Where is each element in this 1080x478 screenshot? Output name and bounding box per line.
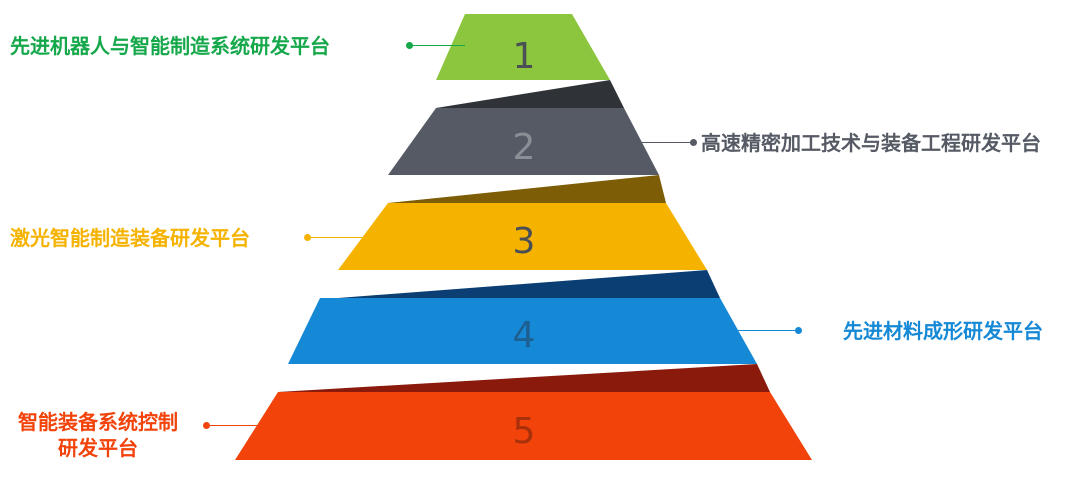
tier-5-label-line-1: 智能装备系统控制 xyxy=(18,410,178,434)
tier-2-label: 高速精密加工技术与装备工程研发平台 xyxy=(701,131,1041,155)
tier-2-dot xyxy=(690,139,697,146)
tier-3-dot xyxy=(304,234,311,241)
tier-4 xyxy=(288,298,757,364)
tier-2 xyxy=(388,108,659,175)
tier-2-shadow xyxy=(388,175,666,203)
tier-4-shadow xyxy=(278,364,770,392)
tier-1-number: 1 xyxy=(513,36,536,77)
tier-4-dot xyxy=(795,327,802,334)
tier-3 xyxy=(338,203,707,270)
tier-3-connector xyxy=(307,237,365,238)
tier-3-label: 激光智能制造装备研发平台 xyxy=(10,226,250,250)
tier-4-label: 先进材料成形研发平台 xyxy=(843,319,1043,343)
tier-5 xyxy=(235,392,812,460)
tier-1-shadow xyxy=(436,80,624,108)
tier-2-number: 2 xyxy=(513,127,536,168)
tier-5-label-line-2: 研发平台 xyxy=(58,436,138,460)
tier-5-label: 智能装备系统控制 研发平台 xyxy=(8,409,188,461)
tier-2-connector xyxy=(641,142,693,143)
tier-5-connector xyxy=(206,425,258,426)
tier-1-connector xyxy=(409,45,465,46)
tier-5-number: 5 xyxy=(513,411,536,452)
tier-4-connector xyxy=(738,330,798,331)
tier-1-label: 先进机器人与智能制造系统研发平台 xyxy=(10,34,330,58)
tier-3-shadow xyxy=(338,270,720,298)
tier-1 xyxy=(436,14,610,80)
tier-3-number: 3 xyxy=(513,221,536,262)
tier-1-dot xyxy=(406,42,413,49)
tier-4-number: 4 xyxy=(513,315,536,356)
tier-5-dot xyxy=(203,422,210,429)
